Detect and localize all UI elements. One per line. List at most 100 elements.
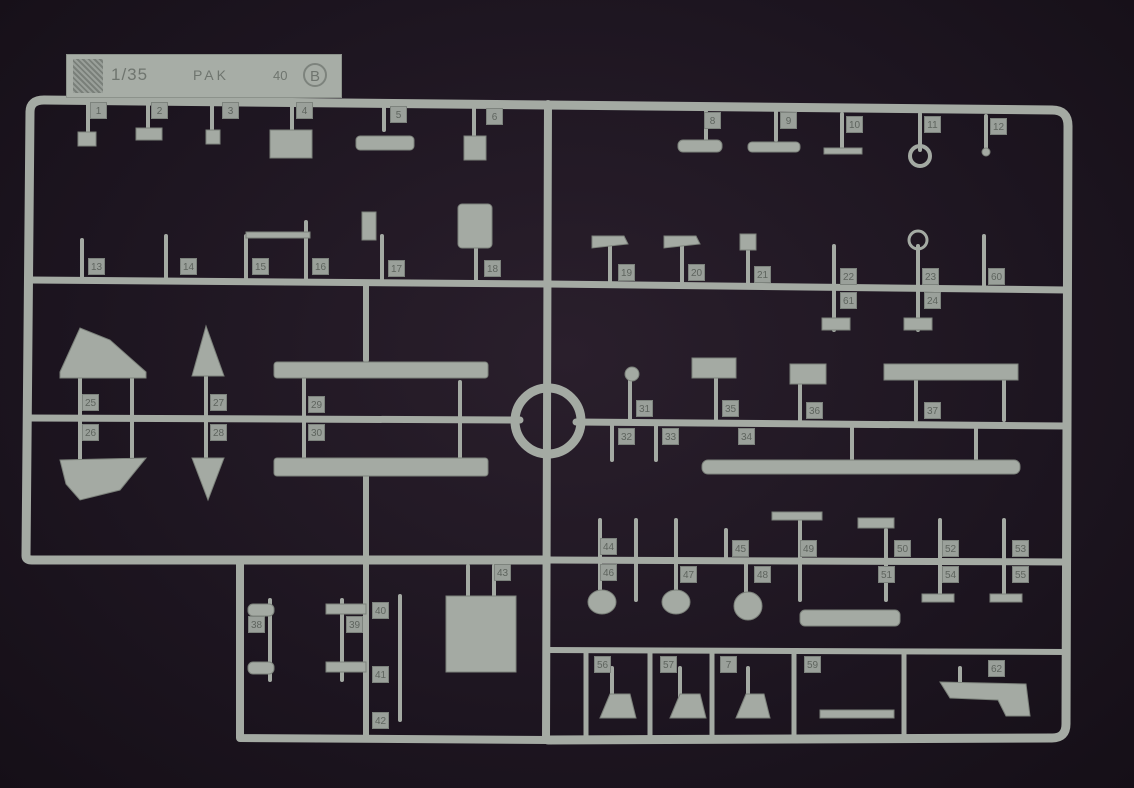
part-number-tag: 29 (308, 396, 325, 413)
part-7 (819, 709, 895, 719)
part-number-tag: 37 (924, 402, 941, 419)
part-number-tag: 61 (840, 292, 857, 309)
part-number-tag: 36 (806, 402, 823, 419)
sprue-letter: B (303, 63, 327, 87)
sprue-scale: 1/35 (111, 65, 149, 84)
part-62 (799, 609, 901, 627)
sprue-number: 40 (273, 68, 288, 83)
part-number-tag: 30 (308, 424, 325, 441)
part-number-tag: 17 (388, 260, 405, 277)
part-number-tag: 10 (846, 116, 863, 133)
part-9 (747, 141, 801, 153)
part-number-tag: 16 (312, 258, 329, 275)
part-number-tag: 27 (210, 394, 227, 411)
part-number-tag: 19 (618, 264, 635, 281)
part-number-tag: 56 (594, 656, 611, 673)
part-number-tag: 3 (222, 102, 239, 119)
part-27 (191, 457, 225, 502)
part-10 (823, 147, 863, 155)
part-number-tag: 54 (942, 566, 959, 583)
part-49 (857, 517, 895, 529)
part-number-tag: 39 (346, 616, 363, 633)
part-24-carriage-upper (59, 327, 147, 379)
part-18 (591, 235, 629, 249)
part-number-tag: 1 (90, 102, 107, 119)
part-number-tag: 24 (924, 292, 941, 309)
part-number-tag: 59 (804, 656, 821, 673)
part-number-tag: 21 (754, 266, 771, 283)
part-number-tag: 23 (922, 268, 939, 285)
part-number-tag: 38 (248, 616, 265, 633)
part-22 (907, 229, 929, 251)
sprue-center-vertical (542, 100, 552, 744)
part-number-tag: 45 (732, 540, 749, 557)
part-number-tag: 60 (988, 268, 1005, 285)
part-number-tag: 13 (88, 258, 105, 275)
sprue-rail-3 (544, 556, 1070, 566)
part-number-tag: 9 (780, 112, 797, 129)
part-60 (821, 317, 851, 331)
part-number-tag: 22 (840, 268, 857, 285)
part-55 (599, 693, 637, 719)
sprue-rail-2 (24, 414, 1070, 430)
part-number-tag: 18 (484, 260, 501, 277)
part-5 (355, 135, 415, 151)
part-56 (669, 693, 707, 719)
part-number-tag: 51 (878, 566, 895, 583)
part-number-tag: 26 (82, 424, 99, 441)
part-number-tag: 62 (988, 660, 1005, 677)
part-number-tag: 11 (924, 116, 941, 133)
part-number-tag: 2 (151, 102, 168, 119)
part-number-tag: 55 (1012, 566, 1029, 583)
manufacturer-logo-icon (73, 59, 103, 93)
part-61 (903, 317, 933, 331)
part-number-tag: 57 (660, 656, 677, 673)
sprue-bottom-left-box (236, 556, 552, 744)
part-20 (739, 233, 757, 251)
part-36 (883, 363, 1019, 381)
part-8 (677, 139, 723, 153)
part-30 (624, 366, 640, 382)
part-number-tag: 35 (722, 400, 739, 417)
sprue-name: PAK (193, 67, 229, 83)
part-number-tag: 46 (600, 564, 617, 581)
sprue-rail-1 (26, 276, 1070, 294)
part-number-tag: 42 (372, 712, 389, 729)
part-26 (191, 324, 225, 377)
part-number-tag: 49 (800, 540, 817, 557)
part-39 (325, 603, 367, 615)
part-53 (921, 593, 955, 603)
part-number-tag: 40 (372, 602, 389, 619)
part-number-tag: 6 (486, 108, 503, 125)
sprue-rail-4 (545, 647, 1069, 655)
part-number-tag: 4 (296, 102, 313, 119)
part-11 (908, 144, 932, 168)
part-34 (691, 357, 737, 379)
part-45 (587, 589, 617, 615)
part-number-tag: 50 (894, 540, 911, 557)
part-42-shield (445, 595, 517, 673)
part-number-tag: 8 (704, 112, 721, 129)
part-35 (789, 363, 827, 385)
part-12 (981, 147, 991, 157)
part-number-tag: 41 (372, 666, 389, 683)
part-number-tag: 47 (680, 566, 697, 583)
part-number-tag: 12 (990, 118, 1007, 135)
part-number-tag: 5 (390, 106, 407, 123)
part-number-tag: 15 (252, 258, 269, 275)
part-4 (269, 129, 313, 159)
part-number-tag: 20 (688, 264, 705, 281)
part-number-tag: 28 (210, 424, 227, 441)
part-59 (939, 681, 1031, 717)
part-number-tag: 44 (600, 538, 617, 555)
part-28-trail (273, 361, 489, 379)
part-25-carriage-lower (59, 457, 148, 501)
part-3 (205, 129, 221, 145)
part-29-trail (273, 457, 489, 477)
part-number-tag: 43 (494, 564, 511, 581)
part-number-tag: 52 (942, 540, 959, 557)
part-number-tag: 53 (1012, 540, 1029, 557)
part-2 (135, 127, 163, 141)
